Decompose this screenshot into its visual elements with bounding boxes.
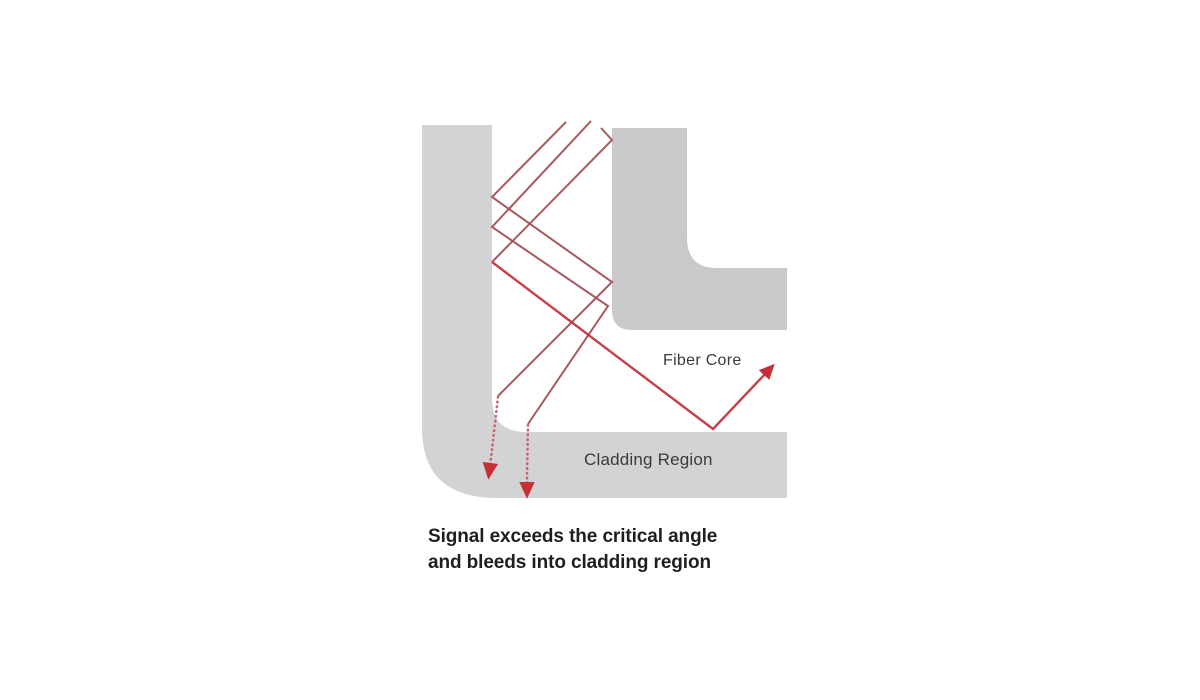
ray-3-entry xyxy=(491,127,614,263)
ray-3-core xyxy=(491,261,775,431)
ray-1 xyxy=(490,121,614,397)
cladding-region-label: Cladding Region xyxy=(584,450,713,469)
leak-ray-1-dotted xyxy=(482,395,500,480)
outer-cladding-shape xyxy=(422,125,787,498)
caption-line-1: Signal exceeds the critical angle xyxy=(428,526,718,547)
diagram-caption: Signal exceeds the critical angle and bl… xyxy=(428,524,717,576)
caption-line-2: and bleeds into cladding region xyxy=(428,552,711,573)
ray-2 xyxy=(490,120,610,425)
leak-ray-2-dotted xyxy=(519,423,535,499)
inner-cladding-shape xyxy=(612,128,787,330)
fiber-core-label: Fiber Core xyxy=(663,352,742,369)
